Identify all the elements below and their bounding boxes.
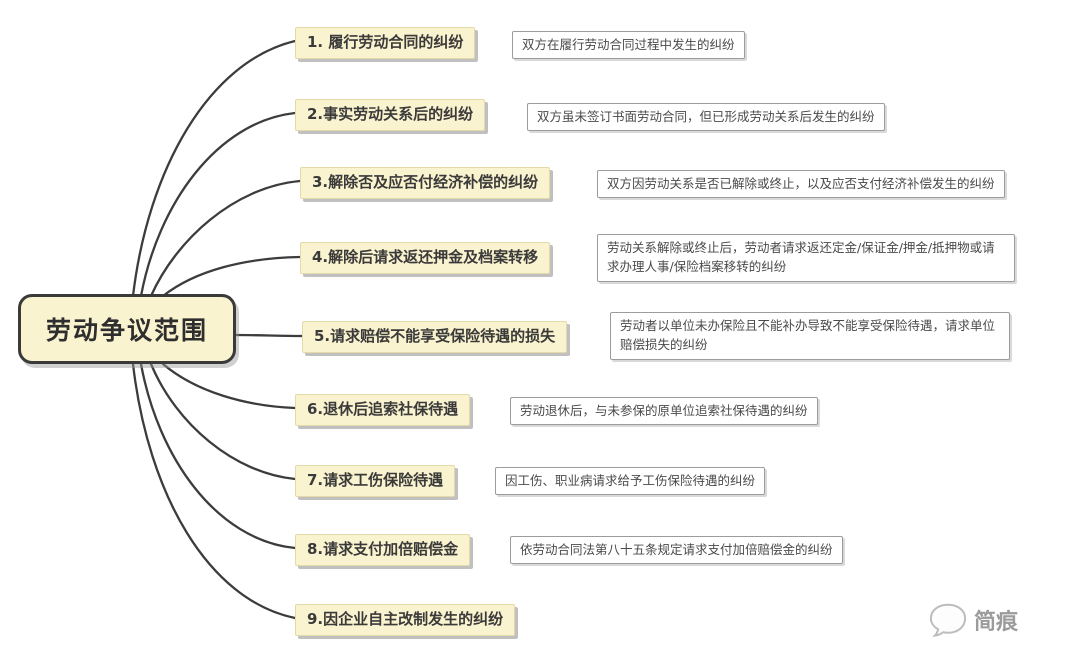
branch-node-9: 9.因企业自主改制发生的纠纷	[295, 604, 516, 636]
root-node: 劳动争议范围	[18, 294, 236, 364]
branch-node-1: 1. 履行劳动合同的纠纷	[295, 27, 476, 59]
connector-branch-5	[232, 333, 304, 338]
watermark-label: 简痕	[973, 610, 1018, 635]
connector-branch-3	[149, 179, 302, 298]
branch-desc-8: 依劳动合同法第八十五条规定请求支付加倍赔偿金的纠纷	[510, 536, 843, 565]
connector-branch-2	[139, 111, 297, 298]
branch-node-5: 5.请求赔偿不能享受保险待遇的损失	[302, 321, 568, 353]
connector-branch-8	[139, 362, 297, 550]
connector-branch-9	[131, 362, 297, 620]
connector-branch-1	[131, 39, 297, 298]
connector-branch-7	[149, 362, 297, 481]
connector-branch-6	[161, 362, 297, 410]
branch-node-3: 3.解除否及应否付经济补偿的纠纷	[300, 167, 551, 199]
branch-desc-1: 双方在履行劳动合同过程中发生的纠纷	[512, 31, 745, 60]
chat-bubble-icon	[929, 603, 967, 638]
branch-node-2: 2.事实劳动关系后的纠纷	[295, 99, 486, 131]
branch-desc-2: 双方虽未签订书面劳动合同，但已形成劳动关系后发生的纠纷	[527, 103, 885, 132]
branch-node-4: 4.解除后请求返还押金及档案转移	[300, 242, 551, 274]
branch-desc-4: 劳动关系解除或终止后，劳动者请求返还定金/保证金/押金/抵押物或请求办理人事/保…	[597, 234, 1015, 282]
branch-node-8: 8.请求支付加倍赔偿金	[295, 534, 471, 566]
connector-branch-4	[161, 255, 302, 298]
watermark: 简痕	[928, 602, 1018, 638]
branch-desc-7: 因工伤、职业病请求给予工伤保险待遇的纠纷	[495, 467, 766, 496]
branch-node-6: 6.退休后追索社保待遇	[295, 394, 471, 426]
branch-desc-3: 双方因劳动关系是否已解除或终止，以及应否支付经济补偿发生的纠纷	[597, 170, 1005, 199]
branch-node-7: 7.请求工伤保险待遇	[295, 465, 456, 497]
branch-desc-5: 劳动者以单位未办保险且不能补办导致不能享受保险待遇，请求单位赔偿损失的纠纷	[610, 312, 1010, 360]
branch-desc-6: 劳动退休后，与未参保的原单位追索社保待遇的纠纷	[510, 397, 818, 426]
